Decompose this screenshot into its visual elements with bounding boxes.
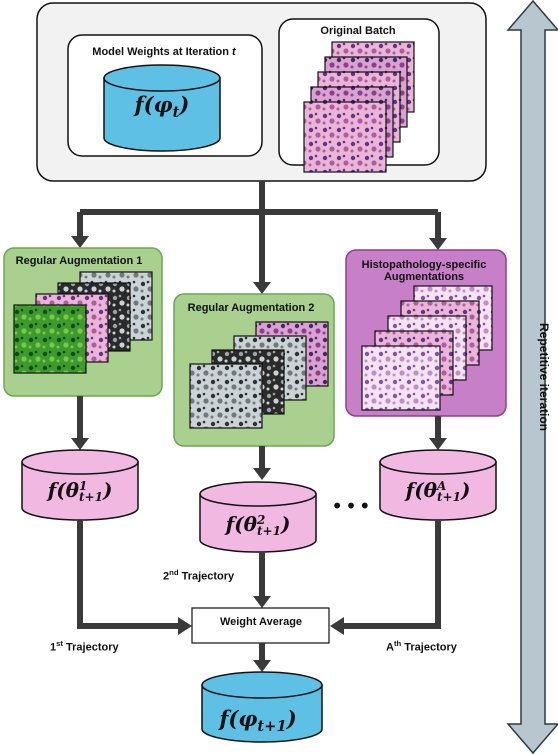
- arrow-to-aug-3: [429, 212, 447, 250]
- augmentation-1-images: [13, 271, 153, 374]
- weight-average-box: [191, 607, 330, 644]
- augmentation-3-title: Histopathology-specific Augmentations: [361, 259, 487, 283]
- arrow-to-aug-2: [253, 212, 271, 294]
- trajectory-a-line: [342, 520, 441, 629]
- trajectory-1-line: [77, 520, 180, 629]
- model-a-cylinder: [379, 449, 497, 521]
- ellipsis: •••: [331, 494, 373, 518]
- arrow-to-aug-1: [71, 212, 89, 248]
- augmentation-3-images: [361, 285, 493, 411]
- output-formula: f(φt+1): [219, 706, 297, 736]
- trajectory-a-arrowhead: [330, 617, 344, 635]
- arrow-to-output: [253, 643, 271, 672]
- weight-average-label: Weight Average: [219, 616, 303, 628]
- trajectory-2-label: 2nd Trajectory: [163, 568, 235, 583]
- augmentation-2-title: Regular Augmentation 2: [187, 302, 315, 314]
- model-2-cylinder: [199, 481, 317, 553]
- trajectory-1-arrowhead: [178, 617, 192, 635]
- repetitive-iteration-label: Repetitive iteration: [537, 322, 551, 432]
- arrow-to-model-2: [253, 446, 271, 480]
- augmentation-2-images: [189, 321, 329, 429]
- trajectory-a-label: Ath Trajectory: [386, 639, 457, 654]
- batch-title: Original Batch: [320, 25, 396, 37]
- output-cylinder: [201, 671, 323, 743]
- arrow-to-model-a: [429, 416, 447, 450]
- arrow-model-2-to-average: [253, 552, 271, 608]
- branch-connector: [80, 181, 438, 215]
- model-1-cylinder: [21, 449, 139, 521]
- weights-title: Model Weights at Iteration t: [92, 46, 236, 58]
- trajectory-1-label: 1st Trajectory: [50, 639, 119, 654]
- arrow-to-model-1: [71, 396, 89, 450]
- weights-formula: f(φt): [134, 92, 190, 122]
- augmentation-1-title: Regular Augmentation 1: [15, 255, 143, 267]
- weights-cylinder: [103, 64, 221, 152]
- original-batch-stack: [303, 41, 415, 173]
- repetitive-iteration-arrow: [506, 0, 558, 754]
